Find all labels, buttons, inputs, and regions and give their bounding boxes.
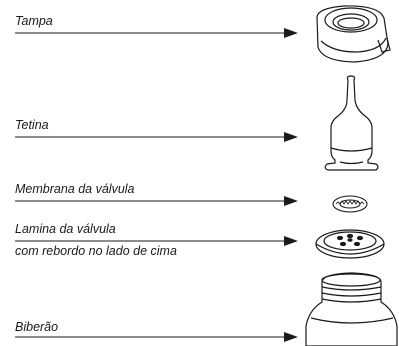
cap-illustration bbox=[316, 5, 391, 63]
leader-membrana bbox=[15, 196, 298, 206]
label-biberao: Biberão bbox=[15, 320, 59, 334]
label-membrana: Membrana da válvula bbox=[15, 182, 135, 196]
valve-disc-illustration bbox=[315, 229, 385, 259]
label-lamina-line1: Lamina da válvula bbox=[15, 222, 116, 236]
leader-tetina bbox=[15, 132, 298, 142]
label-tampa: Tampa bbox=[15, 14, 53, 28]
leader-tampa bbox=[15, 28, 298, 38]
leader-biberao bbox=[15, 332, 298, 342]
valve-membrane-illustration bbox=[332, 195, 368, 213]
bottle-illustration bbox=[305, 272, 398, 346]
label-tetina: Tetina bbox=[15, 118, 49, 132]
label-lamina-line2: com rebordo no lado de cima bbox=[15, 244, 177, 258]
teat-illustration bbox=[324, 75, 379, 171]
leader-lamina bbox=[15, 236, 298, 246]
